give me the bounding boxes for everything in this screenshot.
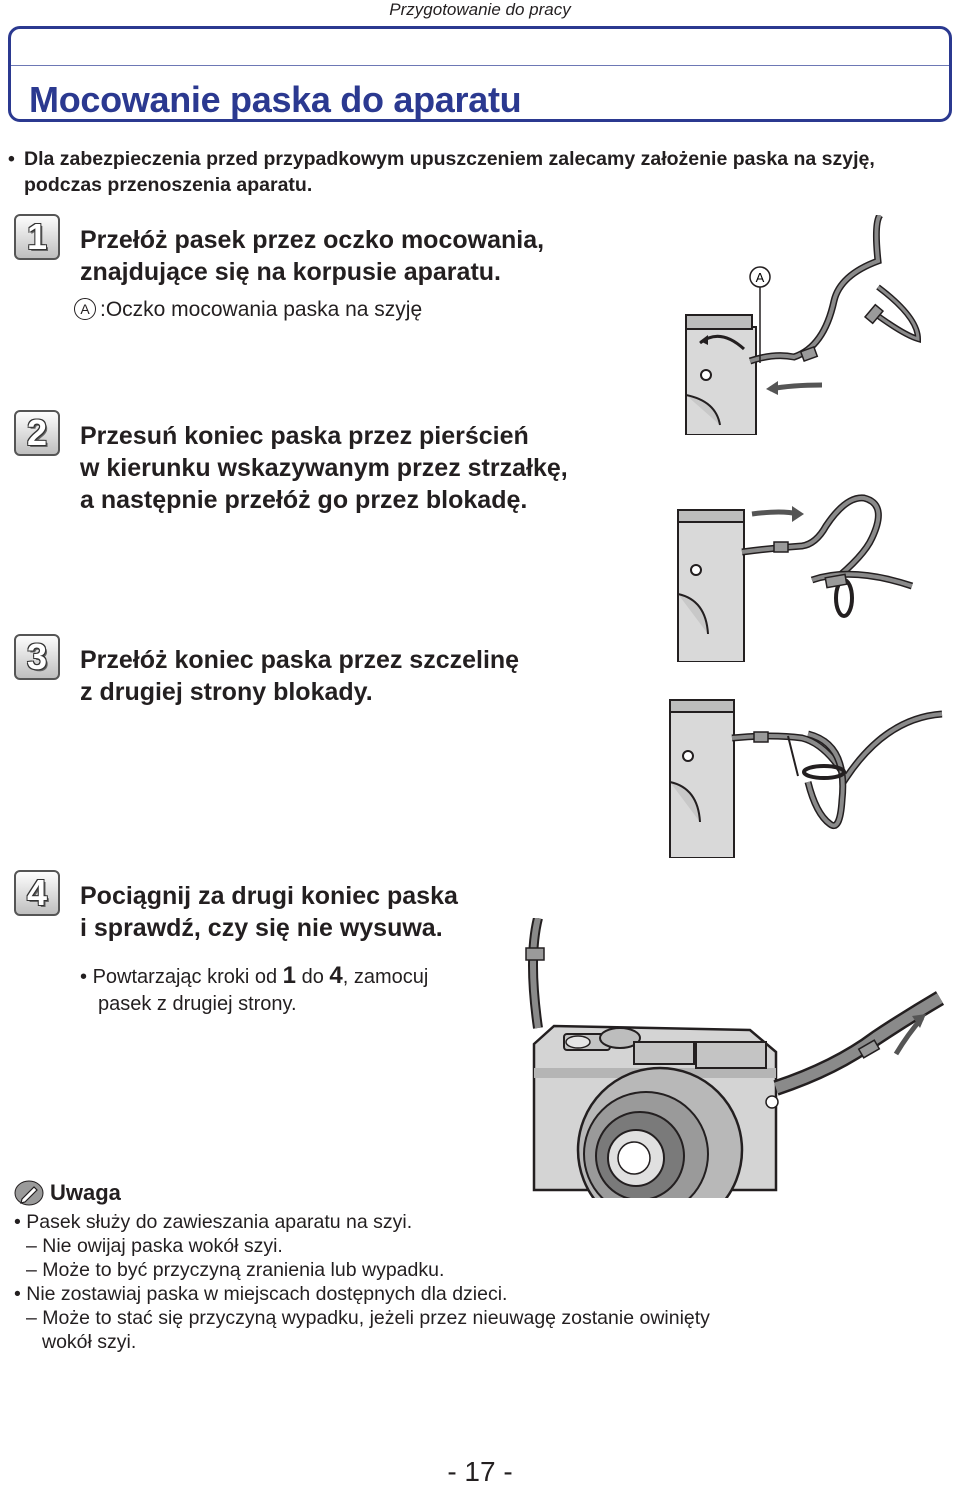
page-number: - 17 - bbox=[447, 1456, 513, 1487]
note-bullet: • bbox=[80, 966, 88, 988]
note-step-to: 4 bbox=[329, 962, 343, 989]
step-2-line: w kierunku wskazywanym przez strzałkę, bbox=[80, 454, 568, 482]
note-line: • Nie zostawiaj paska w miejscach dostęp… bbox=[14, 1283, 508, 1305]
step-4-line: i sprawdź, czy się nie wysuwa. bbox=[80, 914, 443, 942]
note-heading-text: Uwaga bbox=[50, 1180, 121, 1205]
step-4-illustration bbox=[525, 918, 945, 1198]
title-box: Mocowanie paska do aparatu bbox=[8, 26, 952, 122]
step-2-line: Przesuń koniec paska przez pierścień bbox=[80, 422, 529, 450]
note-line: wokół szyi. bbox=[42, 1331, 137, 1353]
figure-label-a: A bbox=[756, 270, 765, 285]
note-line: • Pasek służy do zawieszania aparatu na … bbox=[14, 1211, 413, 1233]
note-suffix: , zamocuj bbox=[342, 966, 429, 988]
step-2-line: a następnie przełóż go przez blokadę. bbox=[80, 486, 528, 514]
note-step-from: 1 bbox=[282, 962, 297, 989]
note-line: – Nie owijaj paska wokół szyi. bbox=[26, 1235, 283, 1257]
section-header: Przygotowanie do pracy bbox=[389, 0, 571, 19]
title-divider bbox=[11, 65, 949, 66]
note-line: – Może to być przyczyną zranienia lub wy… bbox=[26, 1259, 445, 1281]
step-4-text: Pociągnij za drugi koniec paska i sprawd… bbox=[80, 880, 458, 944]
step-3-badge: 3 bbox=[14, 634, 60, 680]
step-3-line: z drugiej strony blokady. bbox=[80, 678, 373, 706]
intro-text: Dla zabezpieczenia przed przypadkowym up… bbox=[24, 148, 875, 196]
step-4-badge: 4 bbox=[14, 870, 60, 916]
step-2-text: Przesuń koniec paska przez pierścień w k… bbox=[80, 420, 568, 516]
intro-paragraph: • Dla zabezpieczenia przed przypadkowym … bbox=[8, 146, 928, 198]
step-1-illustration: A bbox=[685, 215, 922, 435]
note-heading: Uwaga bbox=[14, 1180, 914, 1206]
step-2-badge: 2 bbox=[14, 410, 60, 456]
callout-marker-a: A bbox=[74, 298, 96, 320]
note-line: – Może to stać się przyczyną wypadku, je… bbox=[26, 1307, 710, 1329]
step-3-illustration bbox=[669, 699, 943, 858]
note-block: Uwaga • Pasek służy do zawieszania apara… bbox=[14, 1180, 914, 1354]
step-1-badge: 1 bbox=[14, 214, 60, 260]
note-mid: do bbox=[296, 966, 330, 988]
step-1-line: Przełóż pasek przez oczko mocowania, bbox=[80, 226, 545, 254]
pencil-icon bbox=[14, 1180, 44, 1206]
note-prefix: Powtarzając kroki od bbox=[92, 966, 283, 988]
callout-text: :Oczko mocowania paska na szyję bbox=[100, 298, 423, 321]
step-4-note: • Powtarzając kroki od 1 do 4, zamocuj p… bbox=[80, 962, 428, 1018]
intro-bullet: • bbox=[8, 148, 15, 170]
step-3-line: Przełóż koniec paska przez szczelinę bbox=[80, 646, 520, 674]
step-1-text: Przełóż pasek przez oczko mocowania, zna… bbox=[80, 224, 544, 288]
note-line-2: pasek z drugiej strony. bbox=[98, 993, 297, 1015]
step-3-text: Przełóż koniec paska przez szczelinę z d… bbox=[80, 644, 519, 708]
step-1-callout: A:Oczko mocowania paska na szyję bbox=[74, 296, 422, 324]
step-1-line: znajdujące się na korpusie aparatu. bbox=[80, 258, 501, 286]
page-title: Mocowanie paska do aparatu bbox=[29, 79, 522, 120]
step-2-illustration bbox=[677, 494, 914, 662]
step-4-line: Pociągnij za drugi koniec paska bbox=[80, 882, 458, 910]
